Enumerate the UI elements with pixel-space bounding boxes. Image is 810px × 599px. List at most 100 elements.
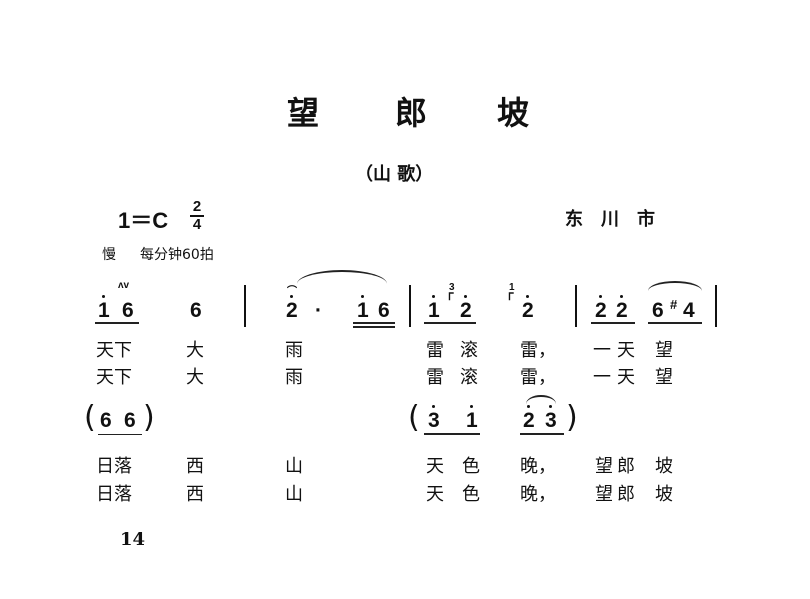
title-char-2: 郎 bbox=[395, 94, 428, 132]
paren-open: ( bbox=[408, 400, 420, 435]
title-char-3: 坡 bbox=[497, 94, 530, 132]
note: 2 bbox=[523, 405, 535, 432]
note: 6 bbox=[100, 409, 112, 432]
lyric: 天下 bbox=[96, 340, 132, 361]
note-high-2: 2 bbox=[523, 405, 535, 432]
note: 3 bbox=[428, 405, 440, 432]
underline-sixteenth-2 bbox=[353, 326, 395, 328]
note: 3 bbox=[545, 405, 557, 432]
lyric: 一天 bbox=[593, 340, 641, 361]
note: 6 bbox=[122, 299, 134, 322]
paren-close: ) bbox=[143, 400, 155, 435]
lyric: 晚， bbox=[520, 484, 556, 505]
lyric: 色 bbox=[462, 456, 480, 477]
note: 1 bbox=[428, 295, 440, 322]
lyric: 滚 bbox=[460, 367, 478, 388]
time-signature-top: 2 bbox=[192, 198, 202, 215]
note: 2 bbox=[286, 295, 298, 322]
tempo-bpm: 每分钟60拍 bbox=[140, 247, 214, 263]
note: 1 bbox=[98, 295, 110, 322]
barline bbox=[575, 285, 577, 327]
slur-tie bbox=[526, 395, 556, 404]
slur-tie bbox=[648, 281, 702, 291]
lyric: 望郎 bbox=[595, 456, 639, 477]
tempo-marking: 慢 bbox=[102, 247, 116, 263]
lyric: 天 bbox=[426, 456, 444, 477]
lyric: 日落 bbox=[96, 484, 132, 505]
lyric: 山 bbox=[285, 456, 303, 477]
lyric: 望 bbox=[655, 367, 673, 388]
origin-region: 东川市 bbox=[565, 209, 673, 230]
underline-sixteenth-1 bbox=[353, 322, 395, 324]
slur-tie bbox=[297, 270, 387, 284]
note: 6 bbox=[378, 299, 390, 322]
ornament-mordent-icon: ʌv bbox=[118, 280, 130, 291]
underline-eighth bbox=[520, 433, 564, 435]
underline-eighth bbox=[424, 433, 480, 435]
note-high-1: 1 bbox=[98, 295, 110, 322]
lyric: 山 bbox=[285, 484, 303, 505]
lyric: 雷 bbox=[426, 367, 444, 388]
paren-open: ( bbox=[84, 400, 96, 435]
grace-mark-icon: ᒥ bbox=[448, 292, 454, 303]
grace-note: 1 bbox=[509, 282, 515, 293]
lyric: 西 bbox=[186, 484, 204, 505]
lyric: 大 bbox=[186, 340, 204, 361]
note-high-2: 2 bbox=[286, 295, 298, 322]
lyric: 雷 bbox=[426, 340, 444, 361]
note-high-3: 3 bbox=[545, 405, 557, 432]
lyric: 天下 bbox=[96, 367, 132, 388]
page-number: 14 bbox=[120, 529, 146, 550]
underline-eighth bbox=[98, 434, 142, 435]
lyric: 色 bbox=[462, 484, 480, 505]
lyric: 大 bbox=[186, 367, 204, 388]
grace-note: 3 bbox=[449, 282, 455, 293]
paren-close: ) bbox=[566, 400, 578, 435]
note: 6 bbox=[652, 299, 664, 322]
lyric: 坡 bbox=[655, 456, 673, 477]
note: 2 bbox=[595, 295, 607, 322]
lyric: 天 bbox=[426, 484, 444, 505]
note-high-1: 1 bbox=[466, 405, 478, 432]
barline bbox=[244, 285, 246, 327]
lyric: 坡 bbox=[655, 484, 673, 505]
note: 6 bbox=[124, 409, 136, 432]
sharp-icon: # bbox=[670, 297, 678, 312]
underline-eighth bbox=[424, 322, 476, 324]
lyric: 望 bbox=[655, 340, 673, 361]
underline-eighth bbox=[648, 322, 702, 324]
barline bbox=[715, 285, 717, 327]
note-high-2: 2 bbox=[460, 295, 472, 322]
lyric: 雨 bbox=[285, 367, 303, 388]
lyric: 滚 bbox=[460, 340, 478, 361]
note-high-1: 1 bbox=[428, 295, 440, 322]
lyric: 雨 bbox=[285, 340, 303, 361]
dot-augment: · bbox=[315, 299, 322, 322]
lyric: 望郎 bbox=[595, 484, 639, 505]
lyric: 晚， bbox=[520, 456, 556, 477]
lyric: 雷， bbox=[520, 367, 556, 388]
lyric: 西 bbox=[186, 456, 204, 477]
subtitle-genre: （山 歌） bbox=[355, 164, 434, 185]
note: 1 bbox=[466, 405, 478, 432]
key-signature: 1＝C bbox=[118, 208, 169, 233]
barline bbox=[409, 285, 411, 327]
note: 2 bbox=[522, 295, 534, 322]
fermata-icon: ⌒ bbox=[287, 286, 297, 297]
underline-eighth bbox=[95, 322, 139, 324]
time-signature-bottom: 4 bbox=[192, 216, 202, 233]
note: 6 bbox=[190, 299, 202, 322]
note-high-1: 1 bbox=[357, 295, 369, 322]
grace-mark-icon: ᒥ bbox=[508, 292, 514, 303]
note: 4 bbox=[683, 299, 695, 322]
lyric: 日落 bbox=[96, 456, 132, 477]
note: 2 bbox=[616, 295, 628, 322]
note-high-2: 2 bbox=[595, 295, 607, 322]
title-char-1: 望 bbox=[287, 94, 320, 132]
note-high-2: 2 bbox=[522, 295, 534, 322]
time-signature-line bbox=[190, 215, 204, 217]
underline-eighth bbox=[591, 322, 635, 324]
note: 1 bbox=[357, 295, 369, 322]
note-high-3: 3 bbox=[428, 405, 440, 432]
lyric: 一天 bbox=[593, 367, 641, 388]
